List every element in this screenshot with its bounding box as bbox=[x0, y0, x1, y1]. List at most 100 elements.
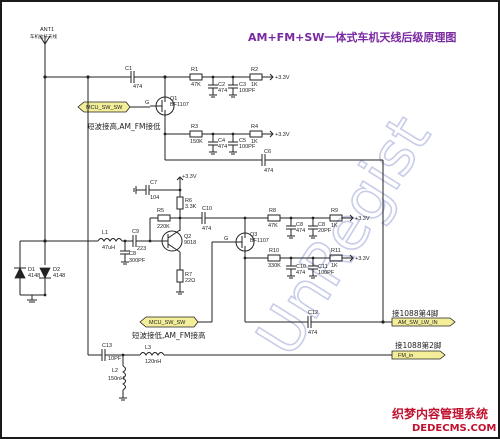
capacitor-c8 bbox=[120, 241, 130, 265]
c8b-val: 474 bbox=[296, 228, 305, 234]
c8c-ref: C8 bbox=[318, 222, 325, 228]
c1-val: 474 bbox=[133, 84, 142, 90]
inductor-l2 bbox=[119, 365, 127, 401]
label-ant1-sub: 车机拉杆天线 bbox=[30, 33, 57, 40]
diode-d1 bbox=[14, 262, 26, 295]
r9-val: 1K bbox=[331, 223, 338, 229]
resistor-r2 bbox=[249, 73, 274, 81]
mcu-sw-1-label: MCU_SW_SW bbox=[86, 105, 123, 111]
resistor-r5 bbox=[149, 214, 171, 241]
resistor-r3 bbox=[189, 130, 250, 138]
c8c-val: 20PF bbox=[318, 228, 332, 234]
r5-ref: R5 bbox=[157, 208, 164, 214]
c4-val: 474 bbox=[218, 144, 227, 150]
c11-ref: C11 bbox=[318, 264, 328, 270]
capacitor-c10 bbox=[201, 212, 230, 224]
c13-val: 10PF bbox=[108, 356, 122, 362]
resistor-r1 bbox=[189, 73, 250, 81]
l3-val: 120nH bbox=[145, 359, 161, 365]
capacitor-c11 bbox=[308, 258, 318, 279]
net-tag-mcu-sw-1 bbox=[77, 101, 150, 113]
capacitor-c1 bbox=[122, 71, 165, 83]
l1-val: 47uH bbox=[102, 245, 115, 251]
net-tag-fm-in bbox=[391, 350, 446, 360]
r7-val: 22Ω bbox=[185, 278, 195, 284]
q1-gate-label: G bbox=[145, 100, 149, 106]
vcc-label-1: +3.3V bbox=[275, 75, 290, 81]
resistor-r10 bbox=[267, 254, 330, 262]
c5-val: 100PF bbox=[239, 144, 256, 150]
r8-ref: R8 bbox=[269, 208, 276, 214]
capacitor-c2 bbox=[208, 77, 218, 98]
c5-ref: C5 bbox=[239, 138, 246, 144]
footer-brand-en: DEDECMS.COM bbox=[412, 423, 496, 434]
mcu-sw-2-label: MCU_SW_SW bbox=[149, 320, 186, 326]
c10b-val: 474 bbox=[296, 270, 305, 276]
capacitor-c6 bbox=[261, 154, 384, 322]
c8b-ref: C8 bbox=[296, 222, 303, 228]
c13-ref: C13 bbox=[102, 343, 112, 349]
c11-val: 100PF bbox=[318, 270, 335, 276]
note-1: 短波接高,AM_FM接低 bbox=[87, 121, 161, 131]
c9-val: 223 bbox=[137, 246, 146, 252]
l2-ref: L2 bbox=[112, 368, 118, 374]
pin4-label: 接1088第4脚 bbox=[392, 308, 438, 318]
r5-val: 220K bbox=[157, 224, 170, 230]
net-tag-am-sw-lw-in bbox=[383, 317, 456, 327]
resistor-r6 bbox=[176, 196, 184, 228]
l1-ref: L1 bbox=[102, 230, 108, 236]
c1-ref: C1 bbox=[125, 66, 132, 72]
d2-ref: D2 bbox=[53, 267, 60, 273]
resistor-r7 bbox=[176, 269, 184, 295]
r8-val: 47K bbox=[268, 223, 278, 229]
r1-ref: R1 bbox=[191, 67, 198, 73]
vcc-label-2: +3.3V bbox=[275, 132, 290, 138]
c6-ref: C6 bbox=[264, 149, 271, 155]
inductor-l1 bbox=[97, 238, 133, 242]
c10-val: 474 bbox=[202, 226, 211, 232]
capacitor-c4 bbox=[208, 134, 218, 155]
capacitor-c7 bbox=[133, 185, 180, 195]
c12-ref: C12 bbox=[308, 310, 318, 316]
am-sw-lw-in-label: AM_SW_LW_IN bbox=[398, 320, 438, 326]
l3-ref: L3 bbox=[145, 345, 151, 351]
r2-ref: R2 bbox=[251, 67, 258, 73]
r1-val: 47K bbox=[191, 82, 201, 88]
c8-ref: C8 bbox=[129, 251, 136, 257]
q1-ref: Q1 bbox=[170, 96, 177, 102]
transistor-q2 bbox=[150, 228, 183, 270]
diagram-title: AM+FM+SW一体式车机天线后级原理图 bbox=[248, 30, 456, 44]
capacitor-c5 bbox=[228, 134, 238, 155]
r4-val: 1K bbox=[251, 139, 258, 145]
c12-val: 474 bbox=[308, 330, 317, 336]
vcc-label-5: +3.3V bbox=[355, 256, 370, 262]
r4-ref: R4 bbox=[251, 124, 258, 130]
c3-ref: C3 bbox=[239, 82, 246, 88]
c3-val: 100PF bbox=[239, 88, 256, 94]
net-tag-mcu-sw-2 bbox=[139, 316, 212, 328]
r9-ref: R9 bbox=[331, 208, 338, 214]
r6-val: 3.3K bbox=[185, 204, 197, 210]
mosfet-q3 bbox=[228, 232, 255, 258]
r10-ref: R10 bbox=[269, 248, 279, 254]
q3-ref: Q3 bbox=[250, 232, 257, 238]
c7-val: 104 bbox=[150, 195, 159, 201]
c8-val: 300PF bbox=[129, 258, 146, 264]
r11-val: 1K bbox=[331, 263, 338, 269]
inductor-l3 bbox=[139, 352, 392, 356]
c9-ref: C9 bbox=[132, 229, 139, 235]
c10-ref: C10 bbox=[202, 206, 212, 212]
fm-in-label: FM_in bbox=[398, 353, 413, 359]
capacitor-c8-mid bbox=[286, 218, 296, 239]
mosfet-q1 bbox=[150, 96, 175, 134]
watermark-text: UnRegist bbox=[243, 104, 444, 368]
vcc-label-4: +3.3V bbox=[355, 216, 370, 222]
r3-val: 150K bbox=[190, 139, 203, 145]
q2-val: 9018 bbox=[184, 240, 196, 246]
r10-val: 330K bbox=[268, 263, 281, 269]
d2-val: 4148 bbox=[53, 273, 65, 279]
note-2: 短波接低,AM_FM接高 bbox=[132, 330, 206, 340]
c10b-ref: C10 bbox=[296, 264, 306, 270]
